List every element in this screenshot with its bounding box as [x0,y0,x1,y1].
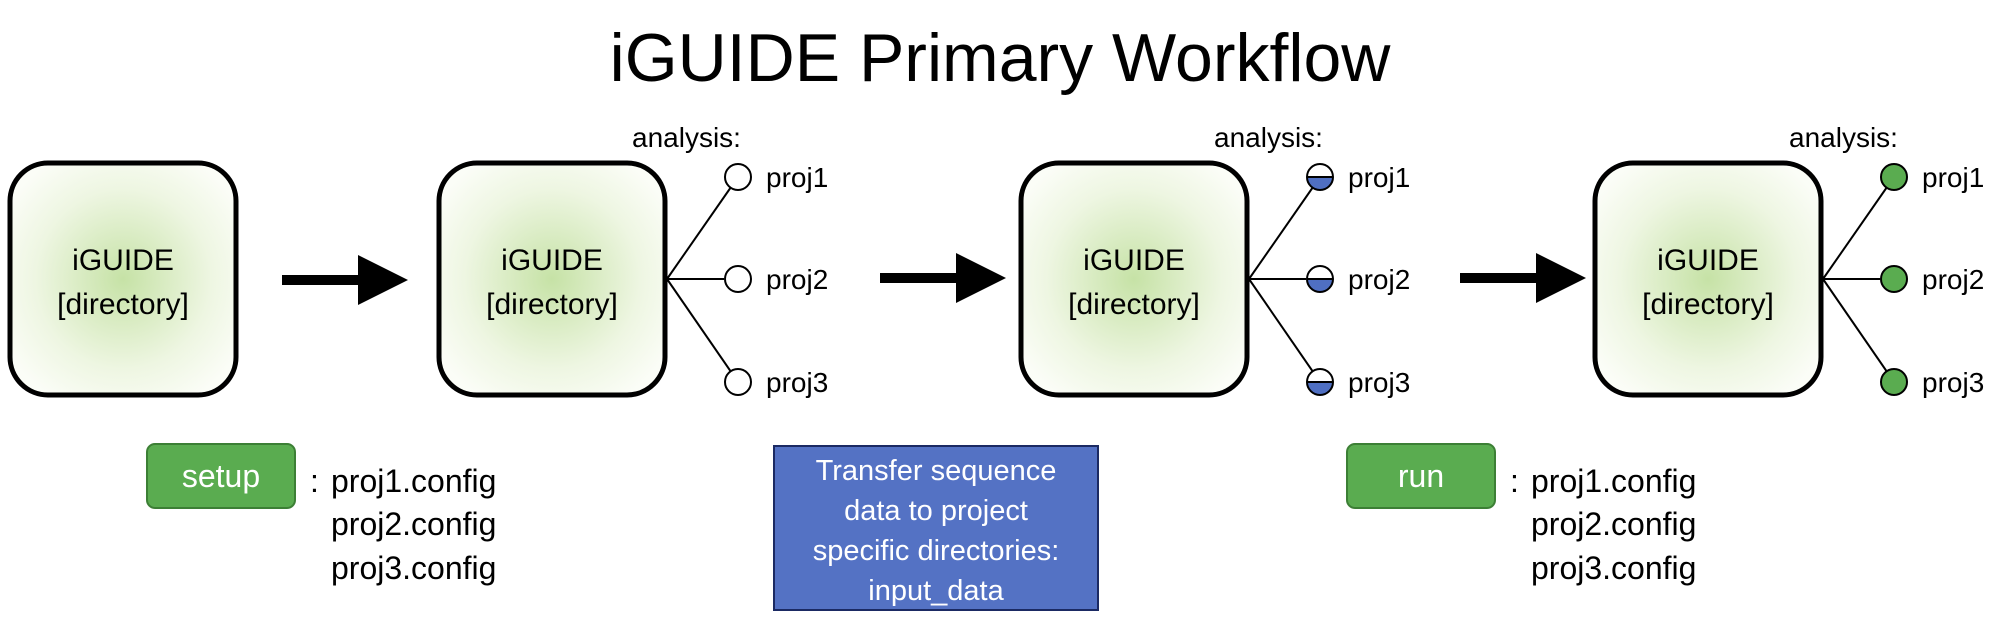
analysis-label: analysis: [632,122,741,153]
analysis-label: analysis: [1214,122,1323,153]
transfer-line: input_data [868,575,1004,607]
setup-command: setup : proj1.config proj2.config proj3.… [146,443,496,586]
directory-box-line2: [directory] [1068,288,1200,321]
project-node-empty [724,368,752,396]
transfer-line: Transfer sequence [816,455,1057,487]
setup-config-item: proj2.config [331,506,496,542]
transfer-line: specific directories: [813,535,1060,567]
directory-box-after-transfer: iGUIDE [directory] [1018,160,1250,398]
project-node-complete [1880,368,1908,396]
setup-button[interactable] [146,443,296,509]
directory-box-line1: iGUIDE [1083,244,1185,277]
project-node-empty [724,265,752,293]
run-button-label: run [1398,458,1444,494]
run-config-item: proj3.config [1531,550,1696,586]
transfer-line: data to project [844,495,1028,527]
diagram-title: iGUIDE Primary Workflow [609,20,1391,96]
project-label: proj3 [766,367,828,398]
directory-box-line2: [directory] [1642,288,1774,321]
directory-box-after-run: iGUIDE [directory] [1592,160,1824,398]
setup-colon: : [310,463,319,499]
setup-config-item: proj3.config [331,550,496,586]
analysis-tree-stage-1: analysis: proj1 proj2 proj3 [632,122,828,398]
project-node-complete [1880,163,1908,191]
project-node-half [1306,265,1334,293]
project-node-empty [724,163,752,191]
directory-box-line2: [directory] [57,288,189,321]
project-label: proj3 [1348,367,1410,398]
project-label: proj2 [1922,264,1984,295]
run-config-item: proj1.config [1531,463,1696,499]
directory-box-line2: [directory] [486,288,618,321]
project-node-complete [1880,265,1908,293]
run-colon: : [1510,463,1519,499]
run-button[interactable] [1346,443,1496,509]
project-label: proj3 [1922,367,1984,398]
project-node-half [1306,163,1334,191]
analysis-label: analysis: [1789,122,1898,153]
setup-button-label: setup [182,458,260,494]
project-label: proj2 [766,264,828,295]
analysis-tree-stage-3: analysis: proj1 proj2 proj3 [1789,122,1984,398]
setup-config-item: proj1.config [331,463,496,499]
directory-box-after-setup: iGUIDE [directory] [436,160,668,398]
run-config-item: proj2.config [1531,506,1696,542]
directory-box-line1: iGUIDE [1657,244,1759,277]
transfer-data-box: Transfer sequence data to project specif… [773,445,1099,611]
analysis-tree-stage-2: analysis: proj1 proj2 proj3 [1214,122,1410,398]
project-node-half [1306,368,1334,396]
project-label: proj1 [766,162,828,193]
directory-box-line1: iGUIDE [72,244,174,277]
run-command: run : proj1.config proj2.config proj3.co… [1346,443,1696,586]
project-label: proj1 [1348,162,1410,193]
project-label: proj1 [1922,162,1984,193]
directory-box-line1: iGUIDE [501,244,603,277]
directory-box-initial: iGUIDE [directory] [7,160,239,398]
project-label: proj2 [1348,264,1410,295]
